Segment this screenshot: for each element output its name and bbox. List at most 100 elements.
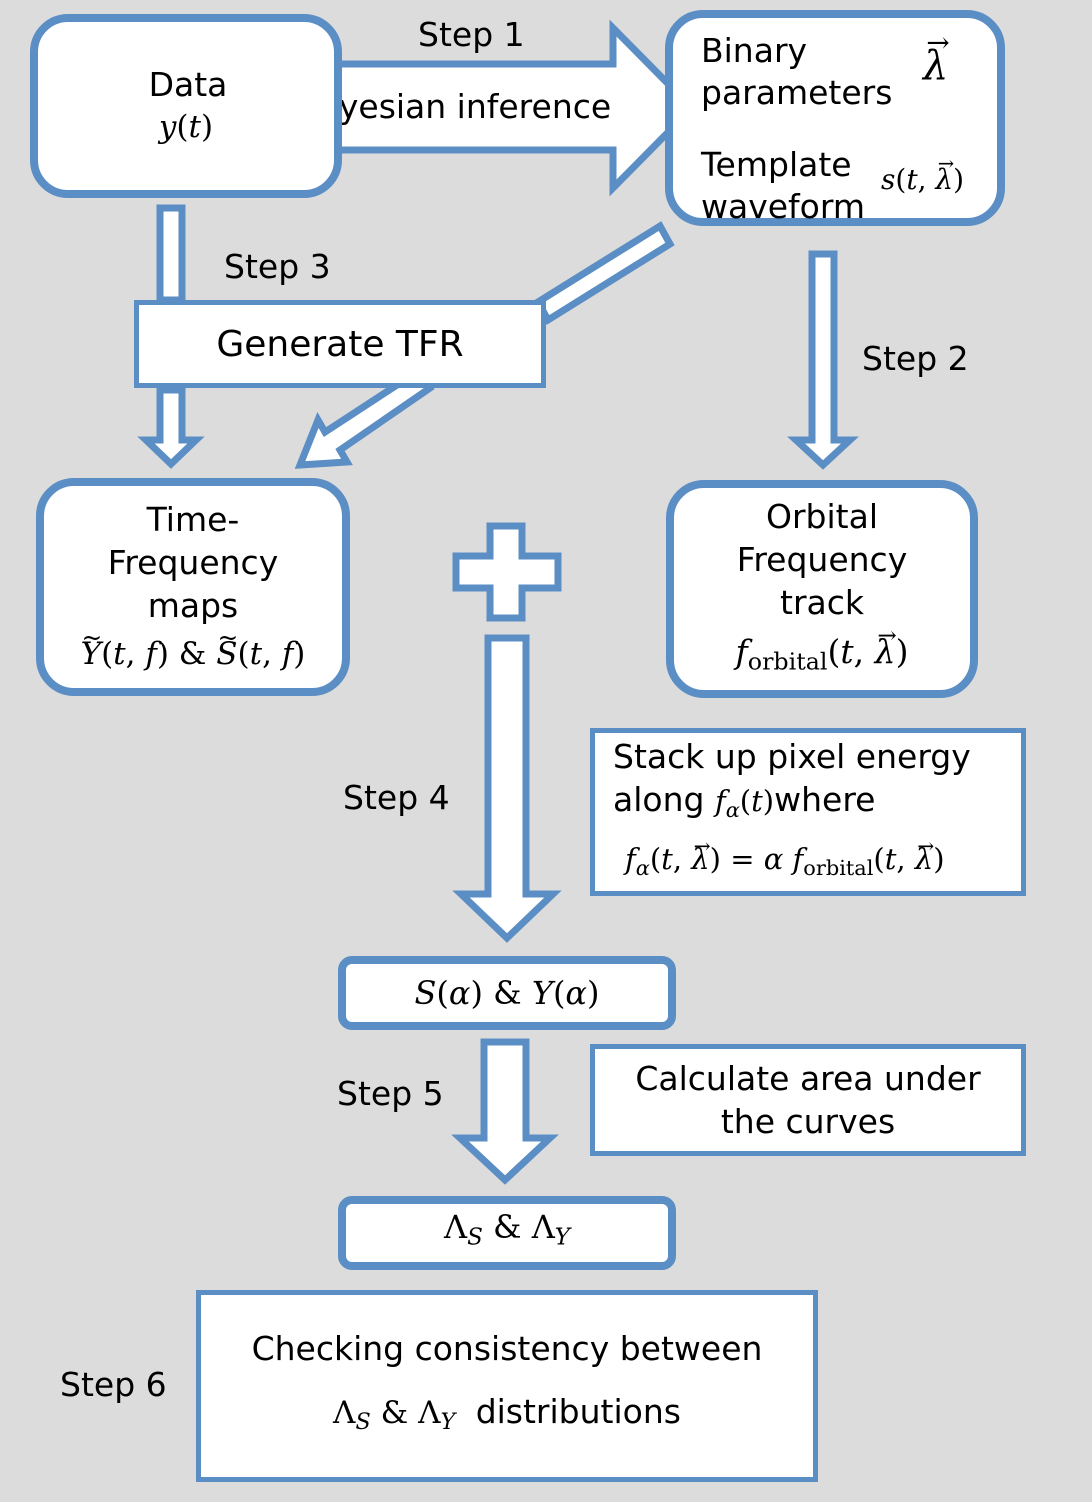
stack-line2: along fα(t)where	[613, 778, 875, 832]
tfr-to-maps-arrow	[137, 386, 205, 469]
cons-S: S	[355, 1409, 371, 1436]
orbital-formula: forbital(t, λ)	[736, 630, 909, 684]
stack-along: along	[613, 779, 705, 819]
s-alpha-S: S	[414, 973, 437, 1012]
s-alpha-Y: Y	[531, 973, 553, 1012]
template-line1: Template	[701, 145, 852, 184]
binary-to-tfr-arrow	[533, 221, 675, 325]
consistency-line2: ΛS & ΛY distributions	[333, 1390, 681, 1444]
tf-maps-formula: Y(t, f) & S(t, f)	[81, 633, 306, 676]
stack-f3: f	[792, 841, 804, 876]
lambda-box: ΛS & ΛY	[338, 1196, 676, 1270]
tf-maps-t1: t	[113, 636, 126, 672]
orbital-sub: orbital	[747, 647, 828, 676]
stack-t1: t	[751, 783, 763, 818]
step1-label: Step 1	[418, 15, 525, 54]
stack-eq: =	[730, 841, 755, 876]
consistency-distributions: distributions	[475, 1392, 681, 1432]
stack-alpha1: α	[725, 797, 740, 822]
tf-maps-S: S	[216, 633, 237, 676]
lambda-formula: ΛS & ΛY	[444, 1206, 570, 1259]
stack-alpha2: α	[635, 855, 650, 880]
stack-lambda2: λ	[915, 838, 933, 881]
cons-amp: &	[380, 1395, 409, 1432]
step5-label: Step 5	[337, 1074, 444, 1113]
template-line2: waveform	[701, 187, 865, 226]
tf-maps-line1: Time-	[146, 500, 240, 539]
stack-t2: t	[661, 841, 673, 876]
tf-maps-t2: t	[249, 636, 263, 672]
step3-label: Step 3	[224, 247, 331, 286]
lambda-L1: Λ	[443, 1208, 468, 1247]
stack-f1: f	[714, 783, 726, 818]
binary-parameters-box: Binary parameters λ Template waveform s(…	[665, 10, 1005, 226]
template-formula: s(t, λ)	[881, 166, 964, 194]
stack-lambda1: λ	[691, 838, 709, 881]
binary-lambda: λ	[923, 46, 948, 86]
stack-f-alpha: fα(t)	[714, 783, 775, 822]
calculate-area-box: Calculate area under the curves	[590, 1044, 1026, 1156]
lambda-L2: Λ	[531, 1208, 555, 1247]
binary-line2: parameters	[701, 73, 893, 112]
orbital-t: t	[840, 631, 854, 671]
tf-maps-line2: Frequency	[107, 543, 279, 582]
s-y-alpha-box: S(α) & Y(α)	[338, 956, 676, 1030]
data-y: y	[158, 109, 177, 145]
binary-lambda-vector: λ	[923, 46, 948, 86]
s-alpha-alpha1: α	[448, 973, 471, 1012]
binary-line1: Binary	[701, 31, 808, 70]
template-s: s	[881, 163, 896, 196]
orbital-line1: Orbital	[766, 496, 878, 536]
stack-line1: Stack up pixel energy	[613, 736, 971, 776]
stack-t3: t	[884, 841, 897, 876]
cons-L2: Λ	[418, 1395, 441, 1432]
step2-arrow	[787, 250, 859, 470]
consistency-box: Checking consistency between ΛS & ΛY dis…	[196, 1290, 818, 1482]
data-box: Data y(t)	[30, 14, 342, 198]
s-y-alpha-formula: S(α) & Y(α)	[414, 973, 600, 1012]
lambda-Y: Y	[554, 1224, 571, 1251]
stack-energy-box: Stack up pixel energy along fα(t)where f…	[590, 728, 1026, 896]
data-formula: y(t)	[158, 109, 214, 145]
tf-maps-f1: f	[145, 636, 157, 672]
step4-arrow	[452, 634, 562, 943]
stack-where: where	[774, 779, 876, 819]
consistency-line1: Checking consistency between	[251, 1329, 763, 1369]
lambda-S: S	[467, 1224, 483, 1251]
tf-maps-box: Time- Frequency maps Y(t, f) & S(t, f)	[36, 478, 350, 696]
step5-arrow	[451, 1038, 559, 1185]
step4-label: Step 4	[343, 778, 450, 817]
stack-sub: orbital	[803, 855, 874, 880]
data-t: t	[188, 109, 201, 145]
tf-maps-amp: &	[178, 636, 207, 672]
data-to-tfr-arrow	[156, 204, 186, 304]
tf-maps-Y: Y	[81, 633, 101, 676]
template-lambda: λ	[935, 166, 953, 194]
area-line1: Calculate area under	[635, 1059, 981, 1098]
data-title: Data	[148, 65, 228, 104]
s-alpha-amp: &	[493, 973, 522, 1012]
orbital-lambda: λ	[875, 630, 896, 673]
template-t: t	[906, 163, 918, 196]
stack-f2: f	[625, 841, 636, 876]
step6-label: Step 6	[60, 1365, 167, 1404]
tf-maps-f2: f	[281, 636, 294, 672]
orbital-line2: Frequency	[736, 539, 908, 579]
orbital-frequency-box: Orbital Frequency track forbital(t, λ)	[666, 480, 978, 698]
cons-Y: Y	[440, 1409, 456, 1436]
cons-L1: Λ	[333, 1395, 356, 1432]
bayesian-inference-label: Bayesian inference	[296, 87, 612, 126]
s-alpha-alpha2: α	[565, 973, 588, 1012]
plus-icon	[452, 522, 562, 622]
generate-tfr-label: Generate TFR	[216, 323, 464, 365]
stack-alpha3: α	[763, 841, 784, 876]
orbital-line3: track	[780, 582, 864, 622]
lambda-amp: &	[493, 1208, 522, 1247]
step2-label: Step 2	[862, 339, 969, 378]
stack-equation: fα(t, λ) = α forbital(t, λ)	[625, 838, 945, 890]
consistency-formula: ΛS & ΛY	[333, 1395, 455, 1435]
area-line2: the curves	[720, 1102, 896, 1141]
orbital-f: f	[735, 631, 748, 671]
